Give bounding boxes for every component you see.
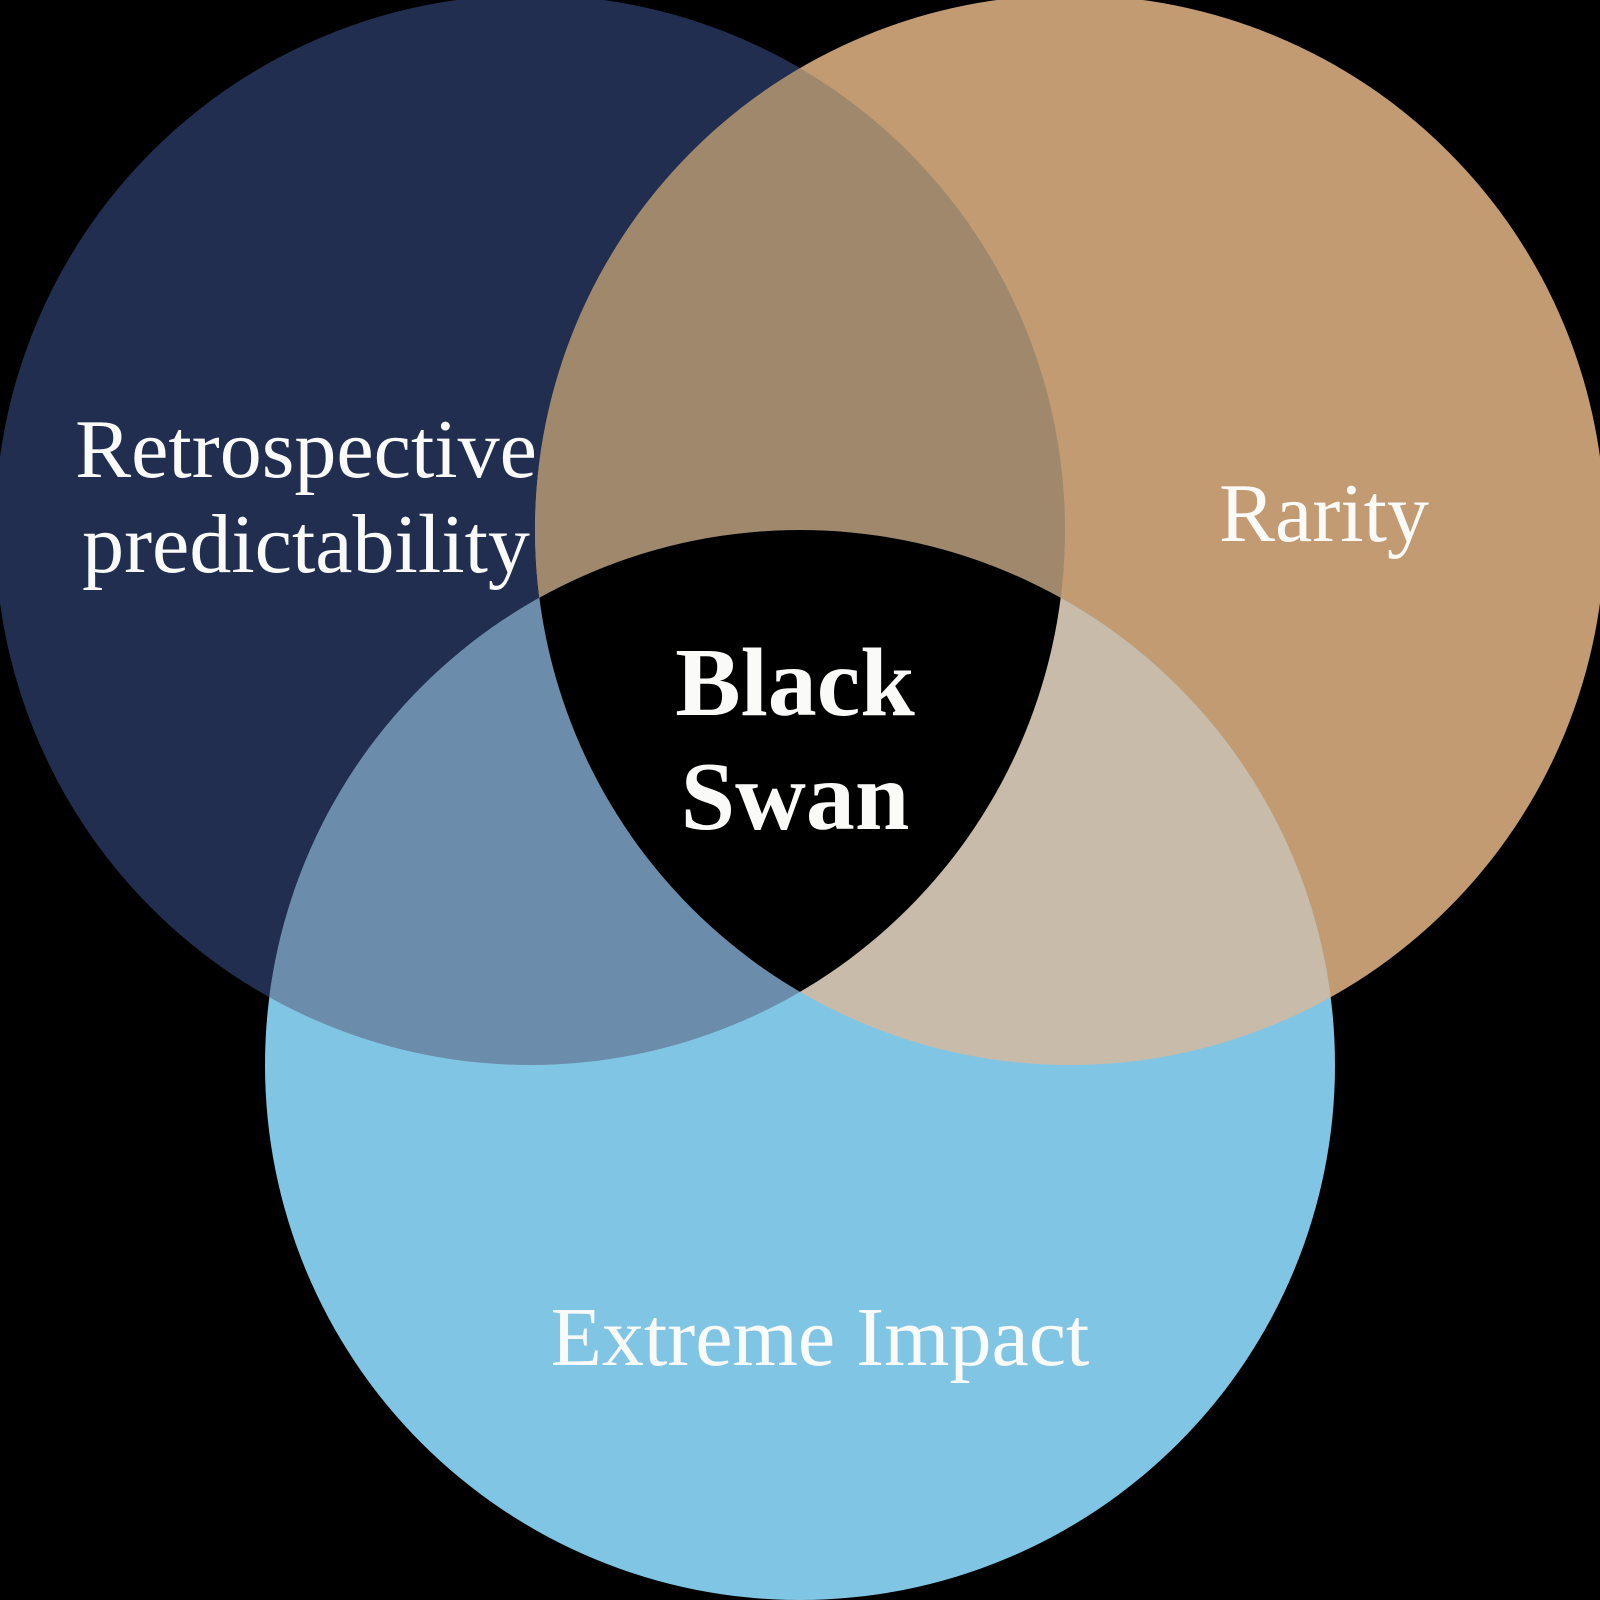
- label-extreme-impact: Extreme Impact: [551, 1291, 1090, 1384]
- label-black-swan-line2: Swan: [681, 743, 910, 851]
- label-rarity: Rarity: [1219, 467, 1429, 560]
- label-retrospective-line2: predictability: [82, 498, 530, 591]
- label-retrospective-line1: Retrospective: [75, 403, 537, 496]
- center-black-swan-region: [535, 530, 1065, 1065]
- label-black-swan-line1: Black: [675, 629, 915, 737]
